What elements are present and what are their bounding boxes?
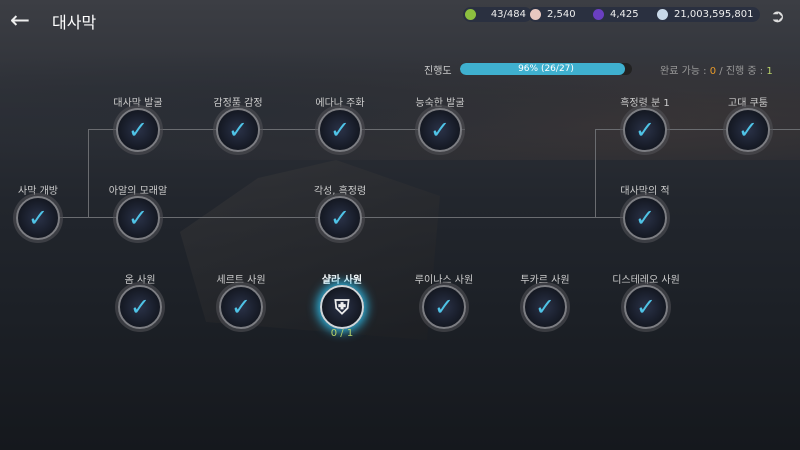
resource-value: 43/484 [490, 9, 526, 20]
node-label: 각성, 흑정령 [313, 186, 367, 197]
quest-node[interactable]: ✓ [726, 108, 770, 152]
checkmark-icon: ✓ [230, 293, 252, 321]
available-label: 완료 가능 : [660, 66, 710, 77]
checkmark-icon: ✓ [433, 293, 455, 321]
quest-node[interactable]: ✓ [318, 196, 362, 240]
pearl-icon [530, 9, 541, 20]
quest-node[interactable]: ✓ [118, 285, 162, 329]
silver-coin-icon [657, 9, 668, 20]
progress-label: 진행도 [424, 66, 452, 77]
node-label: 샬라 사원 [321, 275, 363, 286]
green-token-icon [465, 9, 476, 20]
quest-node[interactable]: ✓ [623, 196, 667, 240]
knight-shield-icon: ⛨ [334, 295, 350, 319]
node-label: 대사막의 적 [620, 186, 670, 197]
node-label: 사막 개방 [18, 186, 58, 197]
checkmark-icon: ✓ [127, 204, 149, 232]
checkmark-icon: ✓ [634, 204, 656, 232]
quest-status: 완료 가능 : 0 / 진행 중 : 1 [660, 62, 773, 77]
resource-silver: 21,003,595,801 [655, 7, 760, 22]
quest-node[interactable]: ✓ [318, 108, 362, 152]
progress-bar [460, 63, 632, 75]
checkmark-icon: ✓ [329, 204, 351, 232]
connector-line [88, 129, 465, 130]
page-title: 대사막 [52, 13, 97, 32]
quest-node[interactable]: ✓ [624, 285, 668, 329]
progress-text: 96% (26/27) [518, 64, 574, 74]
in-progress-label: / 진행 중 : [716, 66, 767, 77]
node-label: 감정품 감정 [213, 98, 263, 109]
checkmark-icon: ✓ [329, 116, 351, 144]
node-label: 세르트 사원 [216, 275, 266, 286]
available-count: 0 [709, 66, 717, 77]
resource-green-token: 43/484 [463, 7, 532, 22]
quest-node[interactable]: ✓ [219, 285, 263, 329]
node-label: 대사막 발굴 [113, 98, 163, 109]
resource-value: 2,540 [547, 9, 576, 20]
quest-node[interactable]: ✓ [16, 196, 60, 240]
checkmark-icon: ✓ [635, 293, 657, 321]
node-label: 옴 사원 [124, 275, 156, 286]
resource-value: 21,003,595,801 [674, 9, 754, 20]
quest-count: 0 / 1 [330, 328, 354, 339]
quest-node[interactable]: ✓ [422, 285, 466, 329]
quest-node[interactable]: ⛨ [320, 285, 364, 329]
resource-pearl: 2,540 [528, 7, 603, 22]
checkmark-icon: ✓ [737, 116, 759, 144]
node-label: 흑정령 분 1 [620, 98, 670, 109]
quest-node[interactable]: ✓ [623, 108, 667, 152]
resource-purple-orb: 4,425 [591, 7, 666, 22]
node-label: 아알의 모래알 [108, 186, 168, 197]
in-progress-count: 1 [766, 66, 773, 77]
connector-line [88, 129, 89, 218]
node-label: 디스테레오 사원 [612, 275, 680, 286]
exit-door-icon[interactable]: ➲ [770, 6, 786, 27]
node-label: 고대 쿠툼 [728, 98, 768, 109]
checkmark-icon: ✓ [534, 293, 556, 321]
back-arrow-icon[interactable]: ← [10, 6, 31, 34]
checkmark-icon: ✓ [429, 116, 451, 144]
quest-node[interactable]: ✓ [418, 108, 462, 152]
quest-node[interactable]: ✓ [116, 196, 160, 240]
connector-line [595, 129, 596, 218]
checkmark-icon: ✓ [634, 116, 656, 144]
quest-node[interactable]: ✓ [216, 108, 260, 152]
checkmark-icon: ✓ [127, 116, 149, 144]
node-label: 투카르 사원 [520, 275, 570, 286]
quest-node[interactable]: ✓ [523, 285, 567, 329]
purple-orb-icon [593, 9, 604, 20]
quest-node[interactable]: ✓ [116, 108, 160, 152]
checkmark-icon: ✓ [227, 116, 249, 144]
checkmark-icon: ✓ [27, 204, 49, 232]
progress-fill [460, 63, 626, 75]
resource-value: 4,425 [610, 9, 639, 20]
checkmark-icon: ✓ [129, 293, 151, 321]
node-label: 루이나스 사원 [414, 275, 474, 286]
connector-line [595, 129, 625, 130]
node-label: 능숙한 발굴 [415, 98, 465, 109]
node-label: 에다나 주화 [315, 98, 365, 109]
